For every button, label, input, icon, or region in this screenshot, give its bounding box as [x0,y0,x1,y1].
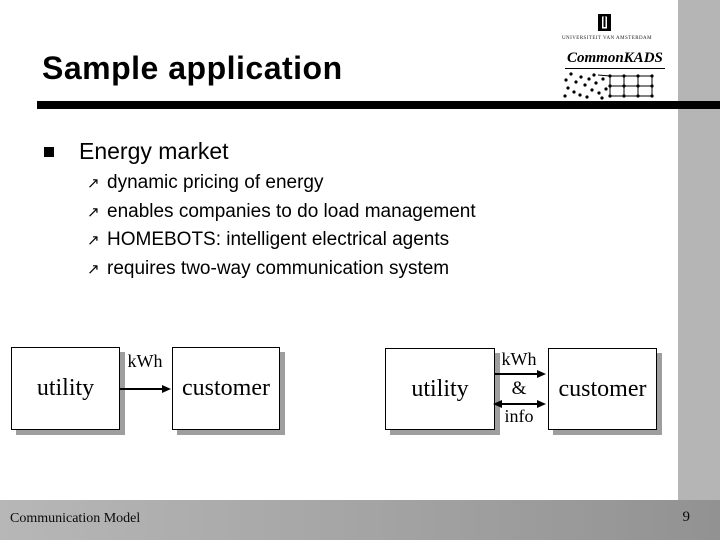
diagram2-top-arrowhead-icon [537,369,546,378]
list-item-label: dynamic pricing of energy [107,172,324,194]
university-name: UNIVERSITEIT VAN AMSTERDAM [561,36,653,41]
content-heading: Energy market [79,138,229,164]
footer-section-title: Communication Model [10,511,141,526]
slide-title: Sample application [42,50,343,86]
slide-footer-bar: Communication Model 9 [0,500,720,540]
diagram2-utility-box: utility [385,348,495,430]
list-item: ↗ dynamic pricing of energy [87,169,476,198]
list-item-label: HOMEBOTS: intelligent electrical agents [107,229,450,251]
list-item: ↗ HOMEBOTS: intelligent electrical agent… [87,226,476,255]
university-crest-icon [598,14,611,31]
commonkads-logo-text: CommonKADS [565,50,665,69]
diagram2-bottom-arrow-line [501,403,539,405]
list-item: ↗ enables companies to do load managemen… [87,198,476,227]
slide-side-bar [678,0,720,540]
ne-arrow-bullet-icon: ↗ [87,261,100,279]
diagram2-customer-box: customer [548,348,657,430]
diagram1-utility-box: utility [11,347,120,430]
list-item: ↗ requires two-way communication system [87,255,476,284]
diagram2-bottom-arrowhead-left-icon [493,399,502,408]
diagram1-arrow-label: kWh [127,351,163,371]
ne-arrow-bullet-icon: ↗ [87,175,100,193]
diagram2-top-arrow-line [494,373,539,375]
diagram2-middle-label: & [511,378,527,399]
diagram1-customer-box: customer [172,347,280,430]
diagram1-arrowhead-right-icon [162,384,171,393]
ne-arrow-bullet-icon: ↗ [87,203,100,221]
diagram1-arrow-line [119,388,164,390]
list-item-label: enables companies to do load management [107,200,476,222]
diagram2-top-arrow-label: kWh [501,349,537,369]
square-bullet-icon [44,147,54,157]
title-divider-rule [37,101,720,109]
page-number: 9 [682,509,691,525]
bullet-list: ↗ dynamic pricing of energy ↗ enables co… [87,169,476,283]
commonkads-dots-pattern-icon [562,70,654,102]
diagram2-bottom-arrow-label: info [504,406,534,426]
ne-arrow-bullet-icon: ↗ [87,232,100,250]
diagram2-bottom-arrowhead-right-icon [537,399,546,408]
list-item-label: requires two-way communication system [107,258,450,280]
